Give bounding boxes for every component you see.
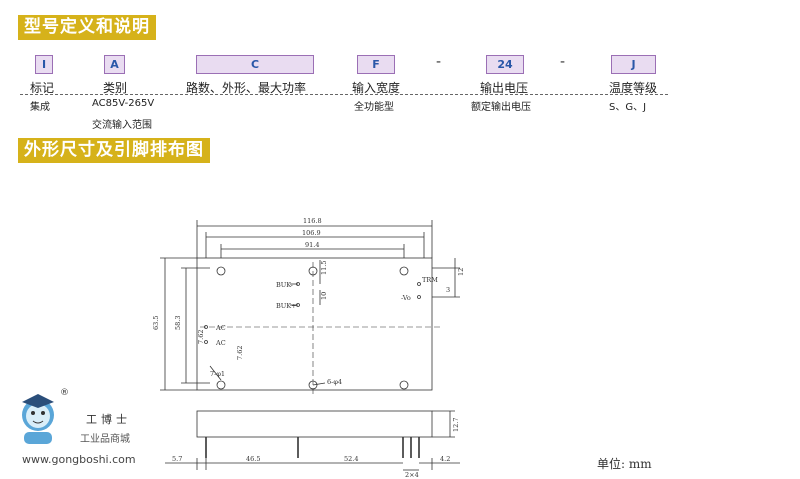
dim-total-width: 116.8 [303, 217, 322, 225]
table-divider [20, 94, 668, 95]
dim-3: 3 [446, 286, 450, 294]
dim-inner-height: 58.3 [174, 316, 182, 330]
module-top-view [196, 257, 433, 391]
pin-label-ac-1: AC [215, 324, 226, 332]
dim-7-62-small: 7.62 [197, 330, 205, 344]
mascot-logo-icon [22, 394, 54, 444]
dim-46-5: 46.5 [246, 455, 260, 463]
code-box-i: I [35, 55, 53, 74]
unit-label: 单位: mm [597, 457, 652, 471]
code-box-f: F [357, 55, 395, 74]
code-box-a: A [104, 55, 125, 74]
hole-note-7-phi-1: 7-φ1 [210, 370, 225, 378]
label-input-width: 输入宽度 [352, 81, 401, 95]
value-output: 额定输出电压 [471, 102, 531, 113]
value-category-desc: 交流输入范围 [92, 120, 152, 131]
dim-4-2: 4.2 [440, 455, 450, 463]
hole-note-6-phi-4: 6-φ4 [327, 378, 342, 386]
module-side-view [196, 410, 433, 438]
label-output-voltage: 输出电压 [480, 81, 529, 95]
value-mark: 集成 [30, 102, 50, 113]
pin-label-buk-minus: BUK- [276, 281, 293, 289]
code-box-c: C [196, 55, 314, 74]
logo-tagline: 工业品商城 [80, 434, 130, 445]
dim-7-62: 7.62 [236, 346, 244, 360]
dim-mid-width: 106.9 [302, 229, 321, 237]
code-box-24: 24 [486, 55, 524, 74]
dim-12: 12 [457, 268, 465, 276]
separator-dash-1: - [436, 54, 442, 70]
dim-2x4: 2×4 [405, 471, 419, 479]
label-mark: 标记 [30, 81, 55, 95]
dim-10: 10 [320, 292, 328, 300]
dim-12-7: 12.7 [452, 418, 460, 432]
registered-mark: ® [60, 388, 69, 398]
pin-label-ac-2: AC [215, 339, 226, 347]
dim-inner-width: 91.4 [305, 241, 319, 249]
separator-dash-2: - [560, 54, 566, 70]
dim-5-7: 5.7 [172, 455, 182, 463]
pin-label-buk-plus: BUK+ [276, 302, 297, 310]
logo-url[interactable]: www.gongboshi.com [22, 453, 136, 466]
section-title-dimensions: 外形尺寸及引脚排布图 [18, 138, 210, 163]
code-box-j: J [611, 55, 656, 74]
dim-total-height: 63.5 [152, 316, 160, 330]
pin-label-trim: TRM [422, 276, 438, 284]
dim-52-4: 52.4 [344, 455, 358, 463]
section-title-model-definition: 型号定义和说明 [18, 15, 156, 40]
dim-11-5: 11.5 [320, 261, 328, 275]
logo-brand: 工博士 [86, 413, 131, 426]
value-temp: S、G、J [609, 102, 647, 113]
label-channels-shape-power: 路数、外形、最大功率 [186, 81, 307, 95]
value-category-range: AC85V-265V [92, 98, 155, 109]
value-input: 全功能型 [354, 102, 394, 113]
label-category: 类别 [103, 81, 128, 95]
label-temperature-grade: 温度等级 [609, 81, 658, 95]
pin-label-vo-minus: -Vo [401, 294, 411, 302]
